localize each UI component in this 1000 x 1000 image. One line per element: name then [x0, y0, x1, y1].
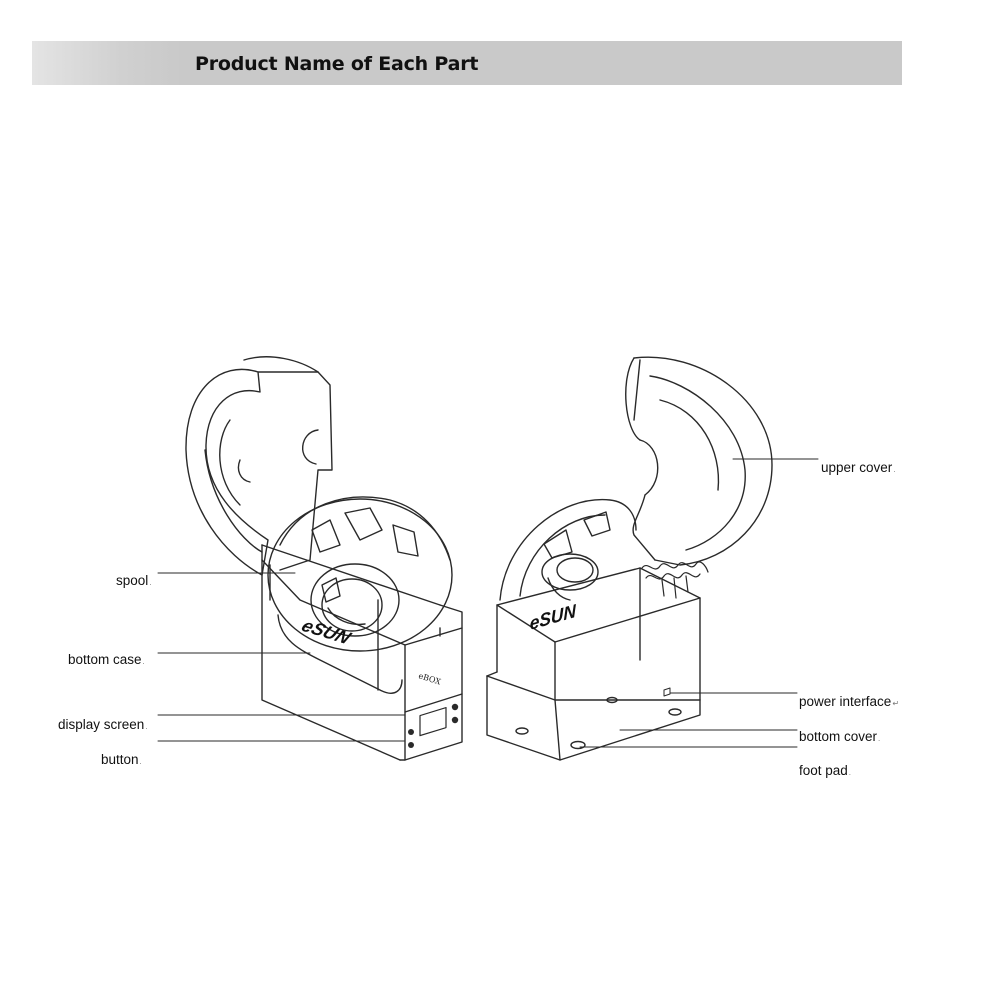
- label-spool-text: spool: [116, 573, 149, 588]
- leader-lines: [157, 458, 819, 748]
- left-upper-cover: [185, 356, 333, 576]
- left-spool: [267, 496, 453, 652]
- label-display-screen-text: display screen: [58, 717, 145, 732]
- label-foot-pad: foot pad.: [799, 763, 852, 778]
- header-fade: [32, 41, 182, 85]
- label-bottom-cover-text: bottom cover: [799, 729, 878, 744]
- label-spool: spool.: [116, 573, 152, 588]
- right-brand-mark: eSUN: [529, 599, 577, 634]
- label-button-text: button: [101, 752, 139, 767]
- label-bottom-cover: bottom cover.: [799, 729, 881, 744]
- right-spool: [499, 498, 637, 601]
- label-power-interface: power interface↵: [799, 694, 900, 709]
- header-bar: Product Name of Each Part: [32, 41, 902, 85]
- label-upper-cover: upper cover.: [821, 460, 896, 475]
- left-unit: eSUN eBOX: [185, 356, 463, 761]
- label-foot-pad-text: foot pad: [799, 763, 848, 778]
- right-bottom-case: [496, 567, 701, 701]
- right-unit: eSUN: [486, 356, 773, 761]
- label-bottom-case: bottom case.: [68, 652, 145, 667]
- label-power-interface-text: power interface: [799, 694, 892, 709]
- label-button: button.: [101, 752, 142, 767]
- right-bottom-cover: [486, 671, 701, 761]
- right-upper-cover: [625, 356, 773, 566]
- left-control-panel: [404, 693, 463, 748]
- right-hinge-spring: [641, 561, 709, 599]
- page-title: Product Name of Each Part: [195, 53, 479, 75]
- label-bottom-case-text: bottom case: [68, 652, 142, 667]
- label-upper-cover-text: upper cover: [821, 460, 893, 475]
- left-bottom-case: [261, 544, 463, 761]
- left-model-mark: eBOX: [417, 671, 442, 686]
- label-display-screen: display screen.: [58, 717, 148, 732]
